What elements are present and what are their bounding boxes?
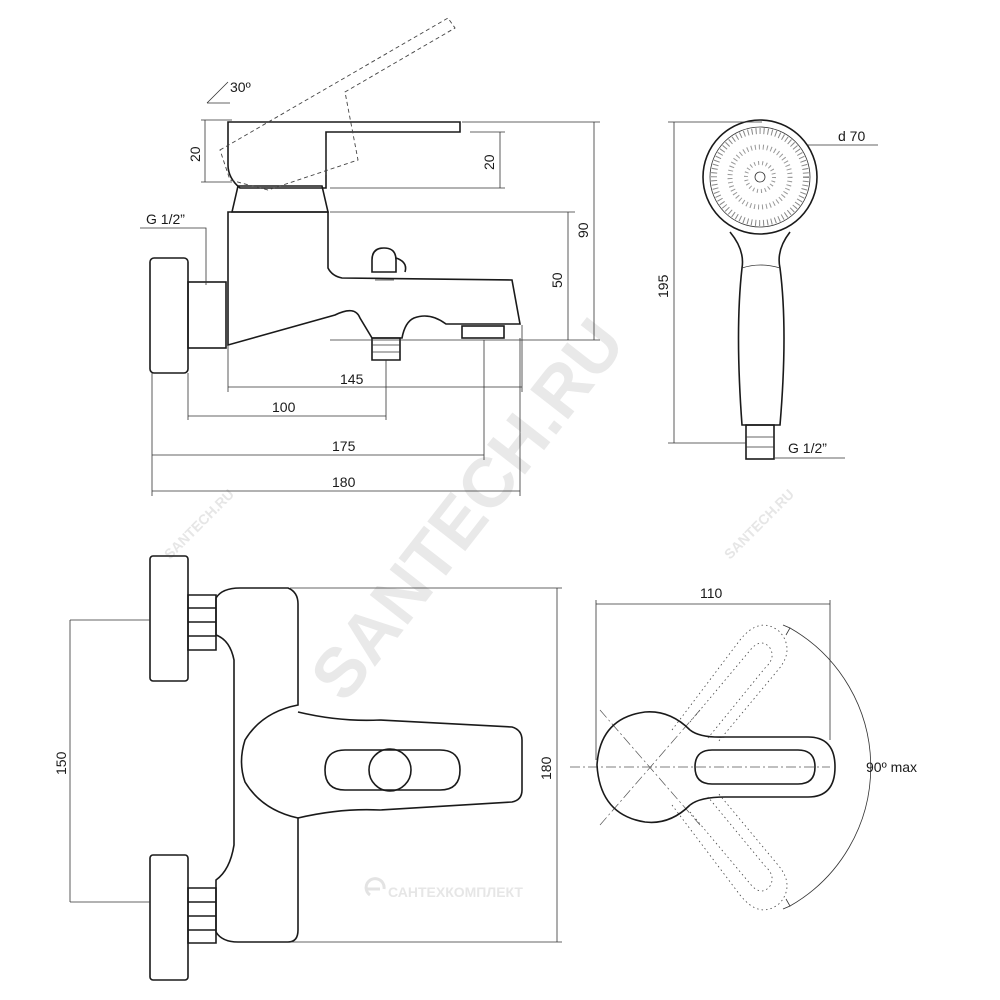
height-total-label: 90 <box>575 222 591 238</box>
handle-lever <box>689 729 836 806</box>
front-height-label: 180 <box>538 756 554 780</box>
watermark-brand: САНТЕХКОМПЛЕКТ <box>388 884 523 900</box>
handle-height-left-label: 20 <box>187 146 203 162</box>
flange-bottom <box>149 854 189 981</box>
handle-slot <box>694 749 816 785</box>
handle-height-right-label: 20 <box>481 154 497 170</box>
height-spout-label: 50 <box>549 272 565 288</box>
depth-100-label: 100 <box>272 399 296 415</box>
handle-position-down <box>671 792 788 911</box>
rotation-arc <box>789 627 872 907</box>
aerator <box>461 325 505 339</box>
hand-shower-view: 195 d 70 G 1/2” <box>655 119 878 460</box>
handle-position-up <box>671 624 788 743</box>
shower-length-label: 195 <box>655 274 671 298</box>
flange-top <box>149 555 189 682</box>
lever-cap <box>368 748 412 792</box>
shower-thread <box>745 424 775 460</box>
watermark-small-left: SANTECH.RU <box>161 486 237 562</box>
inlet-thread-label: G 1/2” <box>146 211 185 227</box>
brand-logo-icon <box>364 877 386 897</box>
handle-base <box>596 711 691 824</box>
shower-nozzles <box>711 128 809 226</box>
side-view: 30º 20 20 90 50 G 1/2” 145 100 175 180 <box>140 17 600 496</box>
mixer-body <box>227 211 521 347</box>
lever-raised-outline <box>219 17 456 191</box>
handle-width-label: 110 <box>700 585 723 601</box>
diverter-knob <box>371 247 407 273</box>
angle-label: 30º <box>230 79 251 95</box>
shower-thread-label: G 1/2” <box>788 440 827 456</box>
watermark: SANTECH.RU SANTECH.RU SANTECH.RU САНТЕХК… <box>161 305 797 900</box>
depth-180-label: 180 <box>332 474 356 490</box>
shower-head-face <box>709 126 811 228</box>
hose-outlet <box>371 337 401 361</box>
wall-flange <box>149 257 189 374</box>
depth-145-label: 145 <box>340 371 364 387</box>
inlet-spacing-label: 150 <box>53 751 69 775</box>
front-lever <box>297 711 523 819</box>
lever-handle <box>227 121 461 189</box>
lever-slot <box>324 749 461 791</box>
mixer-front-body <box>215 587 299 943</box>
depth-175-label: 175 <box>332 438 356 454</box>
watermark-small-right: SANTECH.RU <box>721 486 797 562</box>
nut-top <box>187 594 217 651</box>
watermark-main: SANTECH.RU <box>295 305 639 715</box>
inlet-nut <box>187 281 227 349</box>
shower-head-outer <box>702 119 818 235</box>
cartridge-cap <box>230 185 330 213</box>
shower-diameter-label: d 70 <box>838 128 865 144</box>
rotation-label: 90º max <box>866 759 917 775</box>
shower-handle <box>729 231 791 426</box>
handle-rotation-view: 90º max 110 <box>570 585 917 911</box>
front-view: 150 180 <box>53 555 562 981</box>
nut-bottom <box>187 887 217 944</box>
